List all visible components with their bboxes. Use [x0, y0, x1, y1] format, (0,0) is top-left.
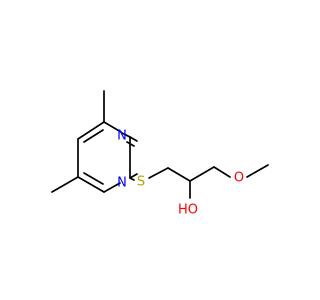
atom-n-bottom: N: [117, 176, 127, 191]
molecule-diagram: N N S HO O: [51, 90, 269, 218]
bond-o-methyl: [246, 164, 269, 178]
atom-n-top: N: [117, 129, 127, 144]
bond-n3-c2-main: [121, 132, 131, 138]
bond-n1-c6: [103, 182, 121, 193]
atom-hydroxyl: HO: [178, 203, 198, 218]
bond-c4-n3: [103, 121, 122, 133]
bond-n3-c2: [129, 136, 138, 142]
structure-canvas: N N S HO O: [51, 90, 269, 218]
bond-c6-n1-inner: [83, 172, 104, 185]
bond-ch-ch2: [189, 166, 215, 182]
bond-c2-n1: [129, 173, 138, 179]
bond-c6-methyl: [51, 176, 79, 193]
bond-ch2-o: [213, 166, 231, 178]
atom-sulfur: S: [137, 175, 145, 190]
bond-ring-to-s: [131, 178, 135, 181]
bond-s-ch2: [148, 167, 169, 179]
bond-c5-c4-inner: [83, 129, 104, 143]
atom-ether-oxygen: O: [234, 171, 244, 186]
bond-c5-c4-double: [77, 121, 105, 140]
bond-c6-n1-double: [77, 176, 105, 193]
bond-ch2-ch: [167, 167, 191, 182]
